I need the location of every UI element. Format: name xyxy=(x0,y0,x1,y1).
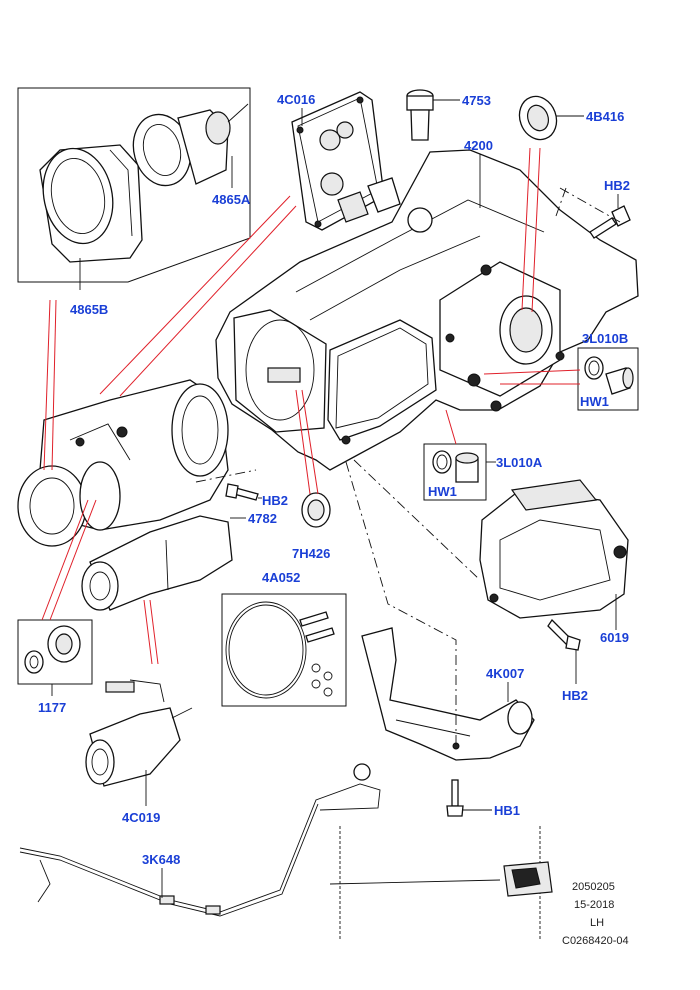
callout-4865a: 4865A xyxy=(212,192,251,207)
callout-3l010a: 3L010A xyxy=(496,455,543,470)
part-4b416-seal xyxy=(518,95,558,141)
callout-4c019: 4C019 xyxy=(122,810,160,825)
callout-3k648: 3K648 xyxy=(142,852,180,867)
part-hb2-bolt-top xyxy=(589,205,631,239)
meta-code-1: 2050205 xyxy=(572,881,615,893)
part-4865a-joint xyxy=(132,103,249,187)
callout-4a052: 4A052 xyxy=(262,570,300,585)
inset-3l010b xyxy=(577,347,639,411)
callout-1177: 1177 xyxy=(38,700,66,715)
callout-6019: 6019 xyxy=(600,630,629,645)
part-4865b-sleeve xyxy=(39,144,143,263)
part-6019-cover xyxy=(479,479,629,619)
part-actuator-assembly xyxy=(17,379,229,547)
callout-hb2-left: HB2 xyxy=(262,493,288,508)
callout-4865b: 4865B xyxy=(70,302,108,317)
part-hb2-bolt-bottom xyxy=(547,618,581,651)
part-4753-breather xyxy=(406,89,434,141)
part-hb1-bolt xyxy=(446,779,464,817)
callout-hb2-top: HB2 xyxy=(604,178,630,193)
callout-hb2-bottom: HB2 xyxy=(562,688,588,703)
callout-hw1-mid: HW1 xyxy=(428,484,457,499)
callout-4200: 4200 xyxy=(464,138,493,153)
meta-code-4: C0268420-04 xyxy=(562,935,629,947)
part-4200-housing xyxy=(215,149,639,471)
part-4c016-module xyxy=(291,91,401,231)
meta-code-2: 15-2018 xyxy=(574,899,614,911)
callout-hb1: HB1 xyxy=(494,803,520,818)
callout-4782: 4782 xyxy=(248,511,277,526)
part-hb2-bolt-left xyxy=(225,483,259,501)
inset-4a052 xyxy=(221,593,347,707)
callout-hw1-right: HW1 xyxy=(580,394,609,409)
callout-4753: 4753 xyxy=(462,93,491,108)
meta-code-3: LH xyxy=(590,917,604,929)
inset-1177 xyxy=(17,619,93,685)
part-4k007-bracket xyxy=(361,627,535,761)
vehicle-locator-sketch xyxy=(329,826,553,940)
inset-3l010a xyxy=(423,443,487,501)
part-7h426-seal xyxy=(301,492,331,528)
callout-4b416: 4B416 xyxy=(586,109,624,124)
inset-4865b xyxy=(17,87,251,290)
callout-3l010b: 3L010B xyxy=(582,331,628,346)
part-4782-motor xyxy=(81,515,233,611)
part-3k648-harness xyxy=(19,763,381,917)
callout-4k007: 4K007 xyxy=(486,666,524,681)
callout-7h426: 7H426 xyxy=(292,546,330,561)
alignment-lines xyxy=(195,187,621,748)
part-4c019-motor xyxy=(85,679,193,787)
callout-4c016: 4C016 xyxy=(277,92,315,107)
highlight-lines xyxy=(41,147,581,665)
